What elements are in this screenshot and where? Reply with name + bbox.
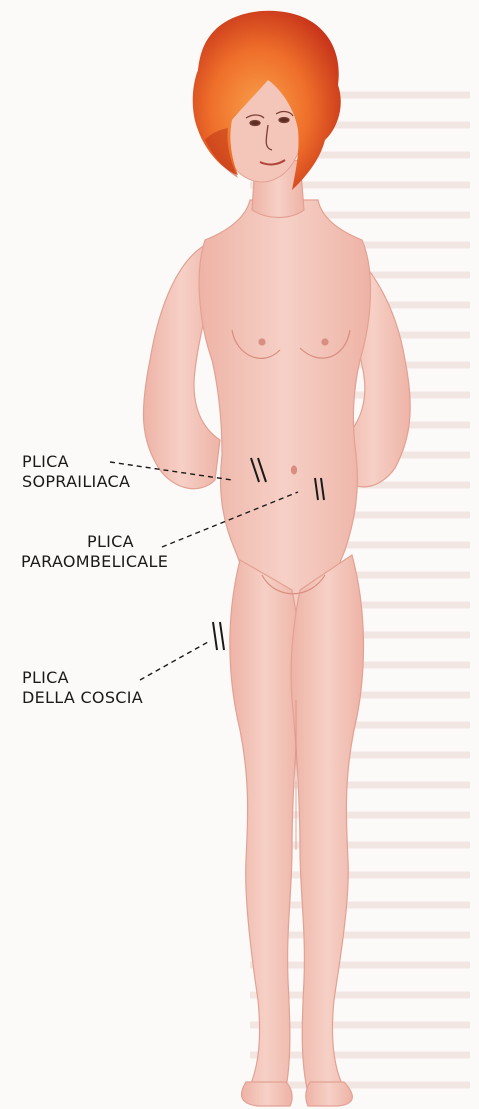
label-line: SOPRAILIACA xyxy=(22,472,130,492)
label-line: PLICA xyxy=(22,668,143,688)
label-plica-soprailiaca: PLICA SOPRAILIACA xyxy=(22,452,130,492)
label-plica-paraombelicale: PLICA PARAOMBELICALE xyxy=(21,532,168,572)
label-line: PLICA xyxy=(22,452,130,472)
label-line: PLICA xyxy=(21,532,168,552)
leader-line-coscia xyxy=(140,642,208,680)
skinfold-marker-coscia xyxy=(213,622,224,650)
label-plica-della-coscia: PLICA DELLA COSCIA xyxy=(22,668,143,708)
label-line: DELLA COSCIA xyxy=(22,688,143,708)
label-line: PARAOMBELICALE xyxy=(21,552,168,572)
